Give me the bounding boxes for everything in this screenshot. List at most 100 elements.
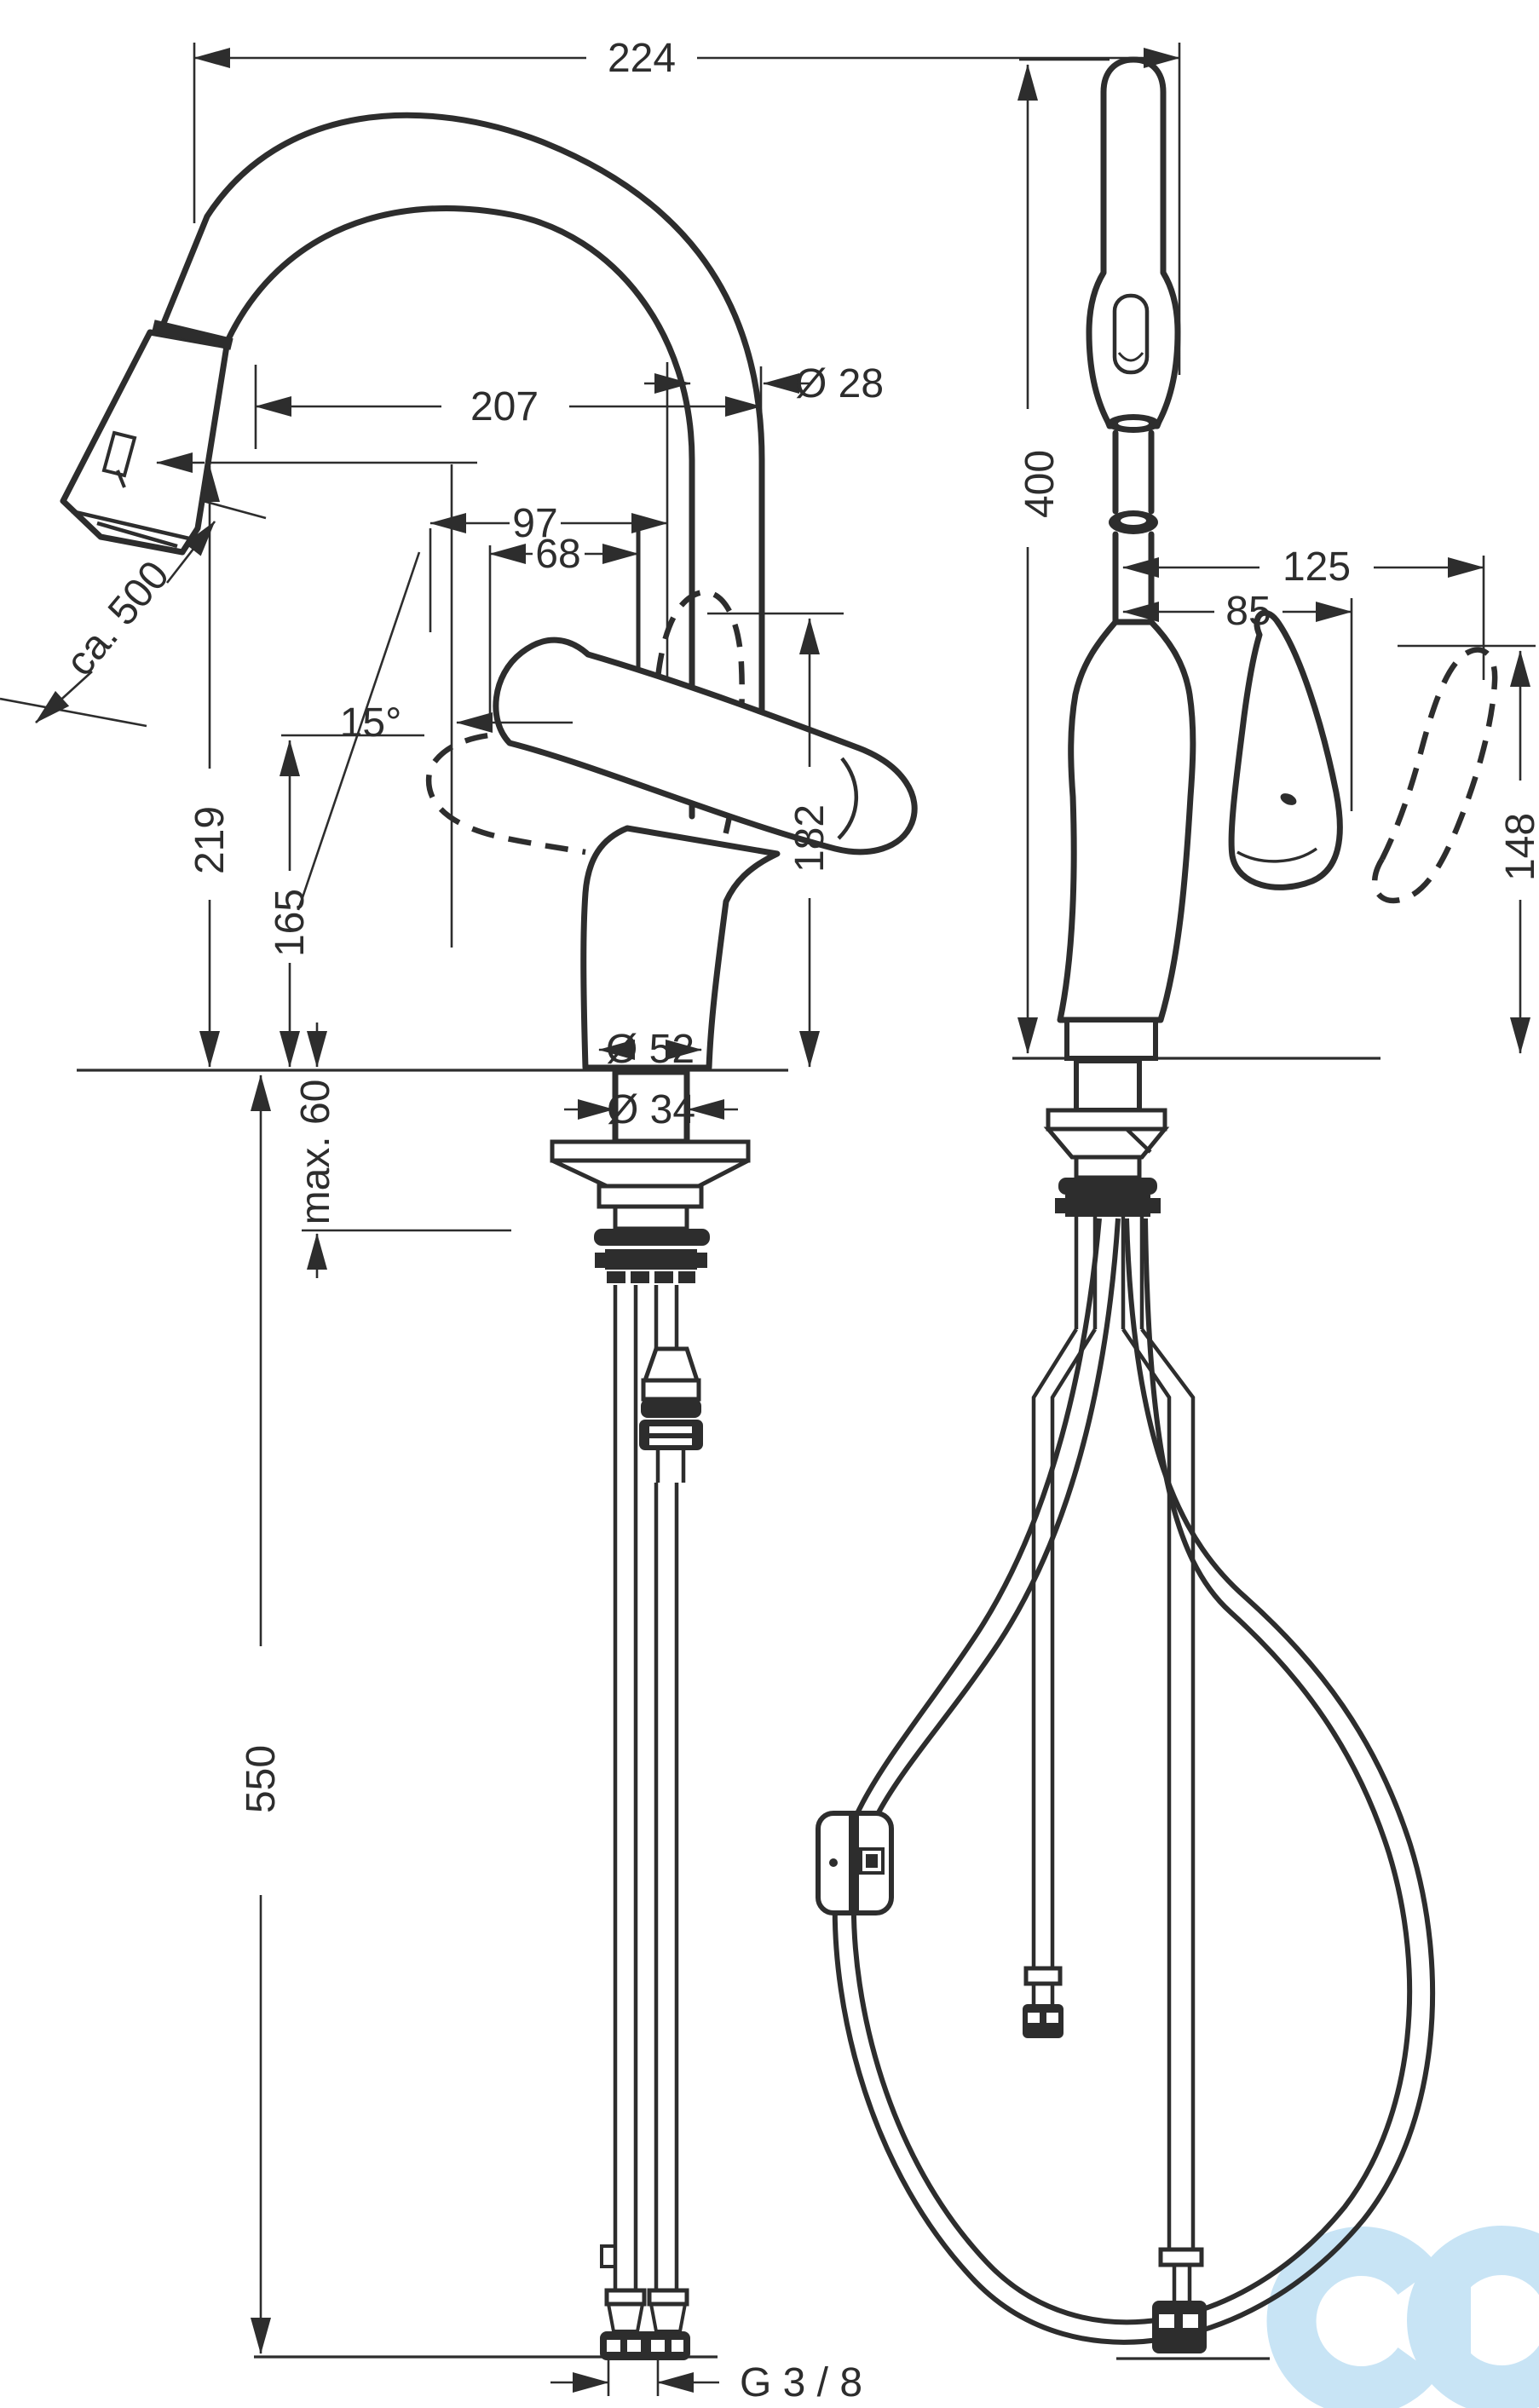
dim-label-dia34: Ø 34 — [607, 1087, 695, 1132]
hose-loop-inner — [850, 1218, 1413, 2325]
hose-nipple-left — [606, 2302, 645, 2333]
nut-tab-right — [697, 1253, 707, 1268]
nut-tooth — [631, 1271, 649, 1283]
fitting-slot — [607, 2340, 620, 2352]
spout-arc-outer — [155, 112, 765, 813]
button-inner-line — [1117, 352, 1144, 362]
handle-lowered-dashed-outline — [426, 729, 586, 855]
escutcheon-flange-front — [1046, 1108, 1167, 1132]
mounting-nut-front — [1065, 1195, 1150, 1217]
fitting-slot — [1183, 2314, 1198, 2328]
spray-head — [60, 329, 230, 556]
dim-label-400: 400 — [1017, 450, 1063, 518]
hose-collar-left — [604, 2288, 647, 2307]
weight-dot — [829, 1858, 838, 1867]
mounting-nut-side — [605, 1249, 697, 1270]
connector-stripe — [649, 1426, 692, 1433]
base-pedestal-front — [1064, 1017, 1158, 1061]
dim-label-182: 182 — [787, 804, 833, 873]
dim-label-550: 550 — [239, 1745, 284, 1813]
hose-loop-outer — [832, 1218, 1436, 2345]
side-view — [60, 112, 918, 2360]
fitting-slot — [1159, 2314, 1174, 2328]
nut-tab-left — [1055, 1198, 1065, 1213]
hose-connector-block — [639, 1420, 703, 1450]
hose-connector-funnel — [642, 1346, 700, 1383]
dimension-lines — [35, 48, 1530, 2393]
handle-raised-dashed-front — [1372, 647, 1498, 904]
g38-fitting-block — [600, 2331, 690, 2360]
dim-label-15deg: 15° — [340, 700, 402, 746]
weight-band — [849, 1813, 859, 1913]
spray-face-line — [71, 509, 190, 541]
dim-label-97: 97 — [512, 501, 557, 546]
faucet-body-front — [1057, 619, 1196, 1023]
dim-label-207: 207 — [470, 384, 539, 429]
dim-label-dia52: Ø 52 — [606, 1027, 695, 1072]
spray-selector-button — [1112, 293, 1150, 375]
front-view — [816, 56, 1498, 2353]
hose-connector-ring — [641, 1378, 701, 1402]
spray-clip-detail — [101, 430, 137, 478]
hose-nipple-right — [648, 2302, 688, 2333]
nut-tab-left — [595, 1253, 605, 1268]
pipeB-collar — [1158, 2247, 1204, 2267]
dim-label-148: 148 — [1498, 813, 1539, 881]
dimension-labels: 224 207 97 68 Ø 28 ca. 500 15° 219 165 1… — [57, 36, 1539, 2405]
seal-ring-front — [1058, 1178, 1157, 1195]
fitting-slot — [1028, 2013, 1040, 2023]
escutcheon-flange-side — [550, 1139, 751, 1163]
dim-label-85: 85 — [1225, 589, 1271, 634]
escutcheon-cone-side — [550, 1158, 750, 1189]
dim-label-125: 125 — [1282, 544, 1351, 590]
aerator-line — [96, 521, 178, 549]
dim-label-dia28: Ø 28 — [795, 361, 884, 406]
dim-label-68: 68 — [535, 532, 580, 577]
seal-ring-side — [594, 1229, 710, 1246]
dim-label-224: 224 — [608, 36, 676, 81]
mount-block2-side — [613, 1204, 689, 1231]
socket-rim-slit — [1121, 516, 1146, 525]
spray-face-slit — [1118, 420, 1149, 427]
pipeA-collar — [1023, 1966, 1063, 1986]
spout-arc-inner — [220, 205, 695, 820]
spray-head-front — [1086, 56, 1181, 429]
handle-side — [493, 637, 918, 855]
watermark-logo — [1266, 2226, 1539, 2408]
pipeB-fitting — [1152, 2301, 1207, 2353]
handle-hole — [1280, 793, 1297, 805]
weight-socket-inner — [866, 1854, 878, 1868]
construction-lines — [0, 43, 1536, 2396]
weight-socket — [859, 1847, 885, 1875]
hoses-side — [600, 1285, 703, 2360]
logo-bridge — [1449, 2232, 1471, 2391]
handle-cap-line — [837, 757, 859, 840]
fitting-slot — [1046, 2013, 1058, 2023]
hose-connector-collar — [641, 1399, 701, 1418]
mount-block-front — [1074, 1155, 1142, 1180]
dim-label-ca500: ca. 500 — [57, 553, 178, 685]
faucet-body-side — [580, 825, 781, 1071]
fitting-slot — [651, 2340, 665, 2352]
handle-raised-dashed-outline — [651, 589, 745, 846]
fitting-slot — [627, 2340, 641, 2352]
hose-collar-right — [647, 2288, 689, 2307]
supply-pipes-front — [1023, 1217, 1207, 2353]
handle-front-inner-line — [1236, 847, 1318, 863]
mount-block1-side — [597, 1184, 704, 1209]
handle-front — [1228, 609, 1343, 890]
hose-clip — [600, 2244, 617, 2268]
escutcheon-cone-front — [1043, 1126, 1170, 1160]
nut-tooth — [678, 1271, 695, 1283]
dim-label-219: 219 — [187, 806, 233, 874]
dim-label-g38: G 3 / 8 — [740, 2360, 862, 2405]
dim-label-165: 165 — [268, 889, 313, 957]
nut-tooth — [654, 1271, 673, 1283]
dim-label-max60: max. 60 — [293, 1080, 338, 1225]
spray-clip-tick — [116, 470, 126, 488]
nut-tooth — [607, 1271, 625, 1283]
spray-head-joint-band — [152, 320, 233, 350]
nut-tab-right — [1150, 1198, 1161, 1213]
